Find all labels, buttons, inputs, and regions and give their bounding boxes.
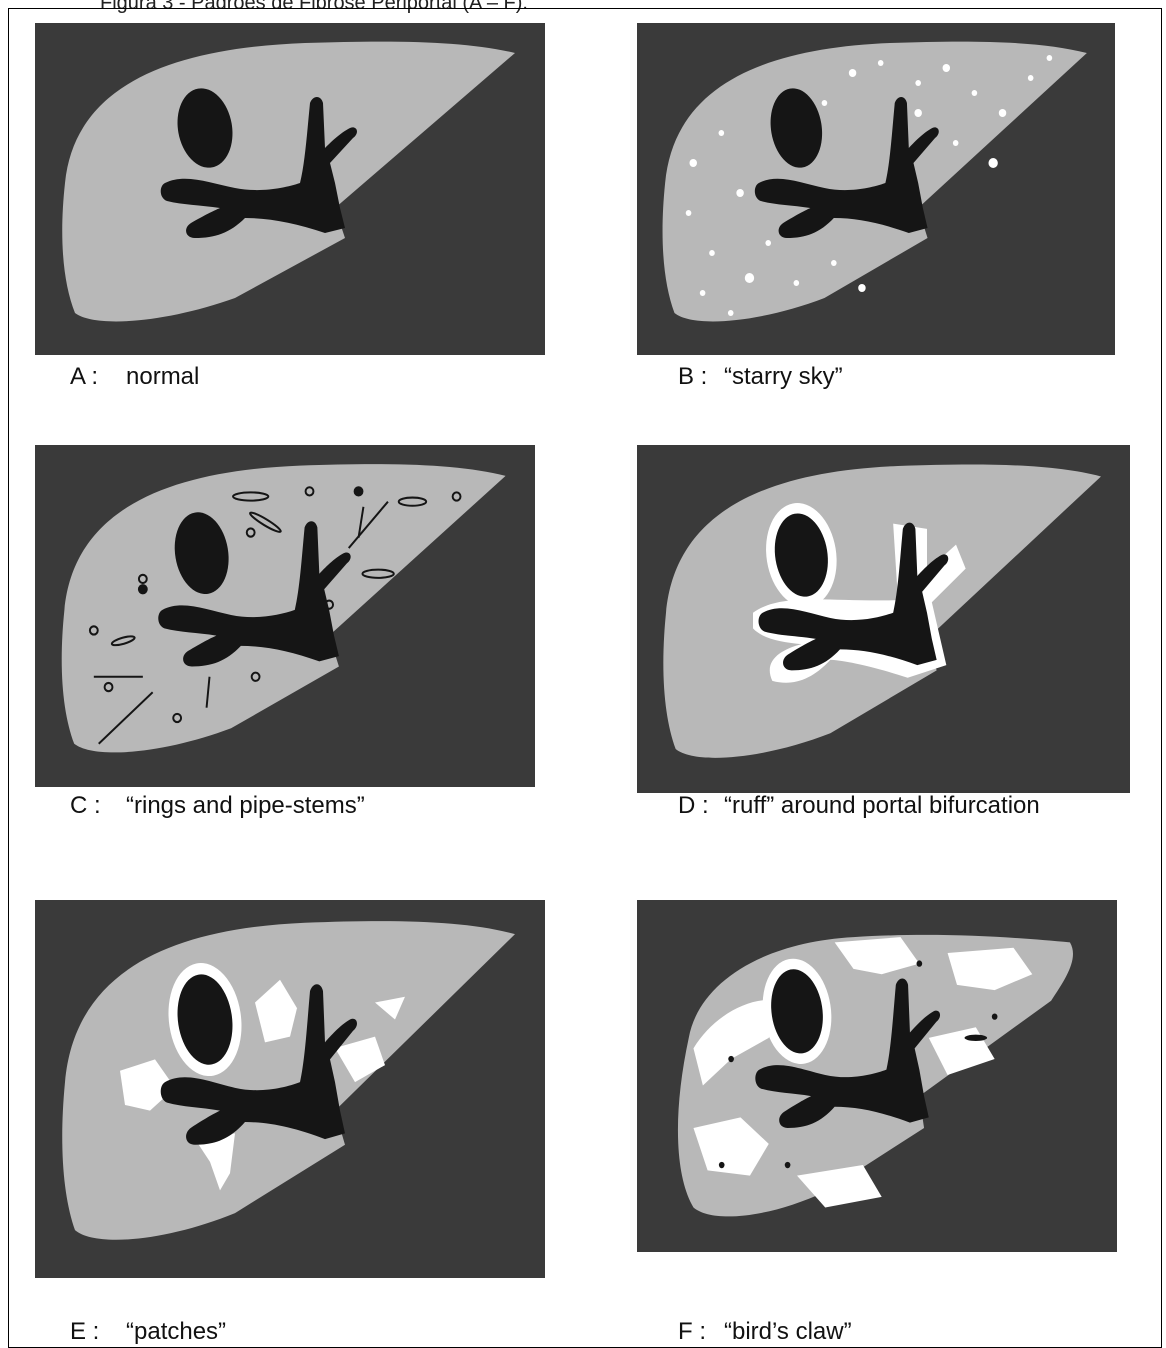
panel-a-caption: A :normal — [70, 363, 199, 391]
panel-b-text: “starry sky” — [724, 363, 843, 390]
panel-d-caption: D :“ruff” around portal bifurcation — [678, 792, 1040, 820]
panel-b-caption: B :“starry sky” — [678, 363, 843, 391]
panel-e-text: “patches” — [126, 1318, 226, 1345]
panel-c-letter: C : — [70, 792, 126, 820]
panel-f-image — [637, 900, 1117, 1252]
panel-d-image — [637, 445, 1130, 793]
panel-f-letter: F : — [678, 1318, 724, 1346]
panel-c-text: “rings and pipe-stems” — [126, 792, 365, 819]
panel-e-letter: E : — [70, 1318, 126, 1346]
panel-b-image — [637, 23, 1115, 355]
liver-birds-claw-illustration — [637, 900, 1117, 1252]
liver-ruff-illustration — [637, 445, 1130, 793]
panel-e-caption: E :“patches” — [70, 1318, 226, 1346]
panel-f-text: “bird’s claw” — [724, 1318, 852, 1345]
panel-a-letter: A : — [70, 363, 126, 391]
panel-e-image — [35, 900, 545, 1278]
panel-a-image — [35, 23, 545, 355]
liver-starry-sky-illustration — [637, 23, 1115, 355]
panel-c-image — [35, 445, 535, 787]
panel-d-letter: D : — [678, 792, 724, 820]
panel-f-caption: F :“bird’s claw” — [678, 1318, 852, 1346]
panel-c-caption: C :“rings and pipe-stems” — [70, 792, 365, 820]
liver-patches-illustration — [35, 900, 545, 1278]
panel-a-text: normal — [126, 363, 199, 390]
panel-b-letter: B : — [678, 363, 724, 391]
liver-rings-pipestems-illustration — [35, 445, 535, 787]
liver-normal-illustration — [35, 23, 545, 355]
panel-d-text: “ruff” around portal bifurcation — [724, 792, 1040, 819]
